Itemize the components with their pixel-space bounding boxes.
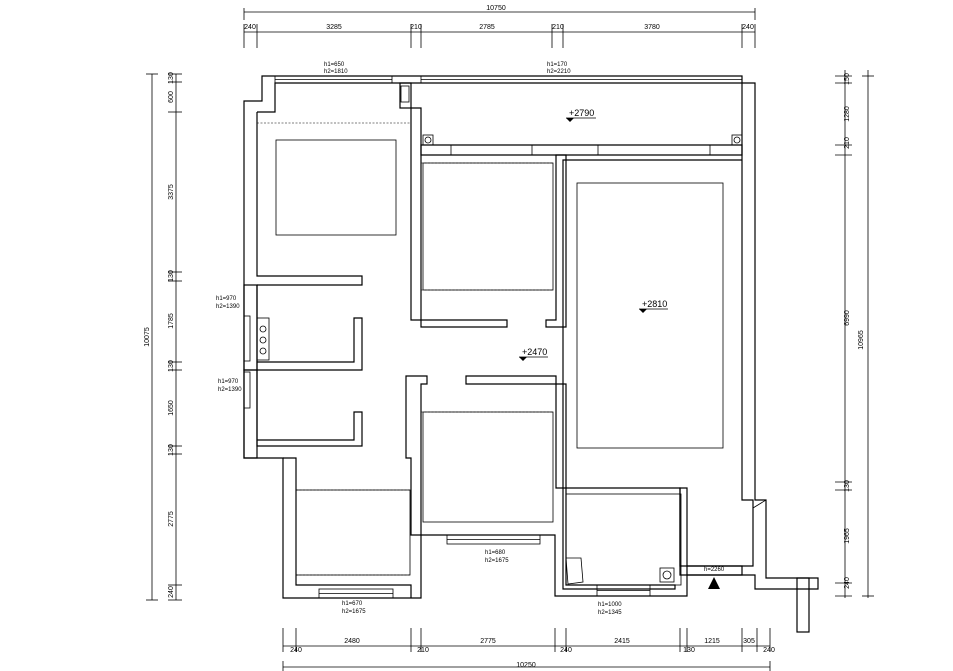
- bottom-dim-4: 2775: [480, 638, 496, 645]
- win-top-mid-h1: h1=170: [547, 62, 568, 68]
- left-dim-7: 1650: [168, 400, 175, 416]
- win-left-2-h1: h1=970: [218, 379, 239, 385]
- win-bottom-left-h2: h2=1675: [342, 609, 366, 615]
- left-dim-1: 130: [168, 72, 175, 84]
- win-top-left-h1: h1=650: [324, 62, 345, 68]
- win-left-1-h2: h2=1390: [216, 304, 240, 310]
- left-dim-8: 130: [168, 444, 175, 456]
- right-dimension-chain: 150 1280 210 6990 130 1965 240 10965: [835, 70, 874, 598]
- left-dim-2: 600: [168, 91, 175, 103]
- level-hall: +2470: [522, 347, 547, 357]
- bottom-dimension-chain: 240 2480 210 2775 240 2415 130 1215 305 …: [282, 628, 775, 671]
- top-dim-3: 210: [410, 24, 422, 31]
- bottom-dim-10: 240: [763, 647, 775, 654]
- right-dim-6: 1965: [844, 528, 851, 544]
- exterior-walls: [243, 75, 819, 599]
- top-dim-7: 240: [742, 24, 754, 31]
- bottom-dim-3: 210: [417, 647, 429, 654]
- left-dim-9: 2775: [168, 511, 175, 527]
- win-bottom-right-h2: h2=1345: [598, 610, 622, 616]
- right-dim-7: 240: [844, 577, 851, 589]
- left-total-dim: 10075: [144, 327, 151, 347]
- top-dimension-chain: 10750 240 3285 210 2785 210 3780 240: [243, 5, 756, 48]
- left-dim-3: 3375: [168, 184, 175, 200]
- top-dim-5: 210: [552, 24, 564, 31]
- level-balcony: +2790: [569, 108, 594, 118]
- win-left-2-h2: h2=1390: [218, 387, 242, 393]
- win-left-1-h1: h1=970: [216, 296, 237, 302]
- right-dim-4: 6990: [844, 310, 851, 326]
- bottom-total-dim: 10250: [516, 662, 536, 669]
- top-dim-6: 3780: [644, 24, 660, 31]
- win-top-mid-h2: h2=2210: [547, 69, 571, 75]
- bottom-dim-8: 1215: [704, 638, 720, 645]
- interior-walls: [243, 82, 810, 633]
- win-bottom-mid-h2: h2=1675: [485, 558, 509, 564]
- left-dim-5: 1785: [168, 313, 175, 329]
- window-annotations: h1=650 h2=1810 h1=170 h2=2210 h1=970 h2=…: [216, 62, 725, 616]
- top-total-dim: 10750: [486, 5, 506, 12]
- door-entry-height: h=2260: [704, 567, 725, 573]
- top-dim-4: 2785: [479, 24, 495, 31]
- top-dim-2: 3285: [326, 24, 342, 31]
- level-markers: +2790 +2810 +2470: [519, 108, 668, 361]
- bottom-dim-6: 2415: [614, 638, 630, 645]
- bottom-dim-5: 240: [560, 647, 572, 654]
- right-total-dim: 10965: [858, 330, 865, 350]
- right-dim-3: 210: [844, 137, 851, 149]
- win-top-left-h2: h2=1810: [324, 69, 348, 75]
- right-dim-2: 1280: [844, 106, 851, 122]
- win-bottom-left-h1: h1=670: [342, 601, 363, 607]
- level-living: +2810: [642, 299, 667, 309]
- left-dim-4: 130: [168, 270, 175, 282]
- bottom-dim-9: 305: [743, 638, 755, 645]
- right-dim-5: 130: [844, 480, 851, 492]
- win-bottom-mid-h1: h1=680: [485, 550, 506, 556]
- furniture: [256, 122, 767, 586]
- top-dim-1: 240: [244, 24, 256, 31]
- left-dimension-chain: 10075 130 600 3375 130 1785 130 1650 130…: [144, 72, 182, 601]
- left-dim-10: 240: [168, 586, 175, 598]
- bottom-dim-2: 2480: [344, 638, 360, 645]
- entry-arrow-icon: [708, 577, 720, 589]
- win-bottom-right-h1: h1=1000: [598, 602, 622, 608]
- windows: [243, 75, 743, 599]
- right-dim-1: 150: [844, 73, 851, 85]
- bottom-dim-7: 130: [683, 647, 695, 654]
- bottom-dim-1: 240: [290, 647, 302, 654]
- left-dim-6: 130: [168, 360, 175, 372]
